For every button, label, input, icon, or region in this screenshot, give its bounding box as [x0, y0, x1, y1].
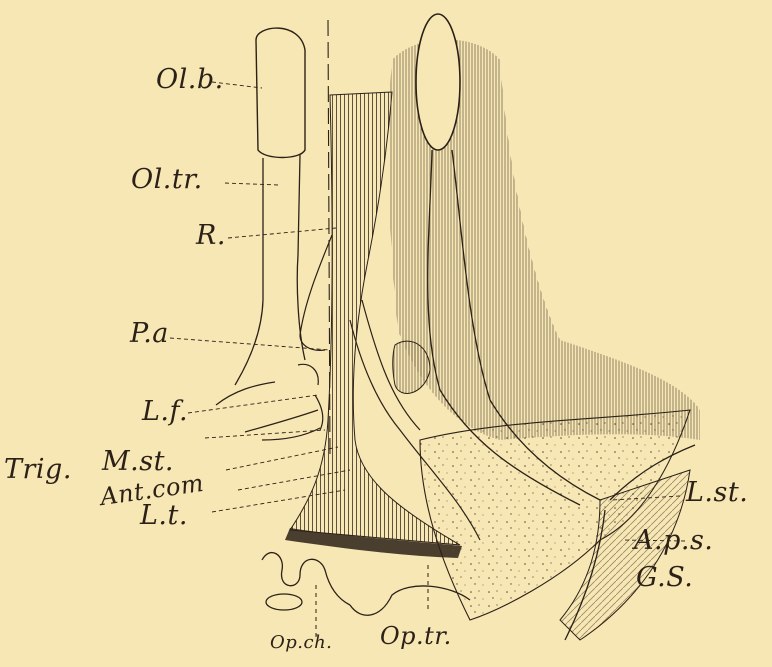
label-l-st: L.st.	[686, 479, 748, 506]
label-op-tr: Op.tr.	[380, 624, 452, 648]
label-r: R.	[196, 222, 226, 249]
label-a-p-s: A.p.s.	[634, 527, 713, 554]
label-op-ch: Op.ch.	[270, 634, 332, 652]
label-ol-b: Ol.b.	[156, 66, 224, 93]
label-l-f: L.f.	[142, 398, 188, 425]
label-trig: Trig.	[4, 456, 72, 483]
label-p-a: P.a	[130, 320, 169, 347]
label-ol-tr: Ol.tr.	[131, 166, 203, 193]
optic-tract-curve	[350, 586, 470, 615]
label-l-t: L.t.	[140, 502, 188, 529]
left-structures-contour	[298, 235, 332, 430]
right-olfactory-bulb	[416, 14, 460, 150]
left-olfactory-bulb-outline	[256, 28, 305, 157]
label-g-s: G.S.	[636, 564, 693, 591]
optic-chiasma-outline	[262, 553, 350, 605]
left-olfactory-tract-outline	[235, 155, 305, 385]
optic-nerve-stump	[266, 594, 302, 610]
label-m-st: M.st.	[102, 448, 174, 475]
